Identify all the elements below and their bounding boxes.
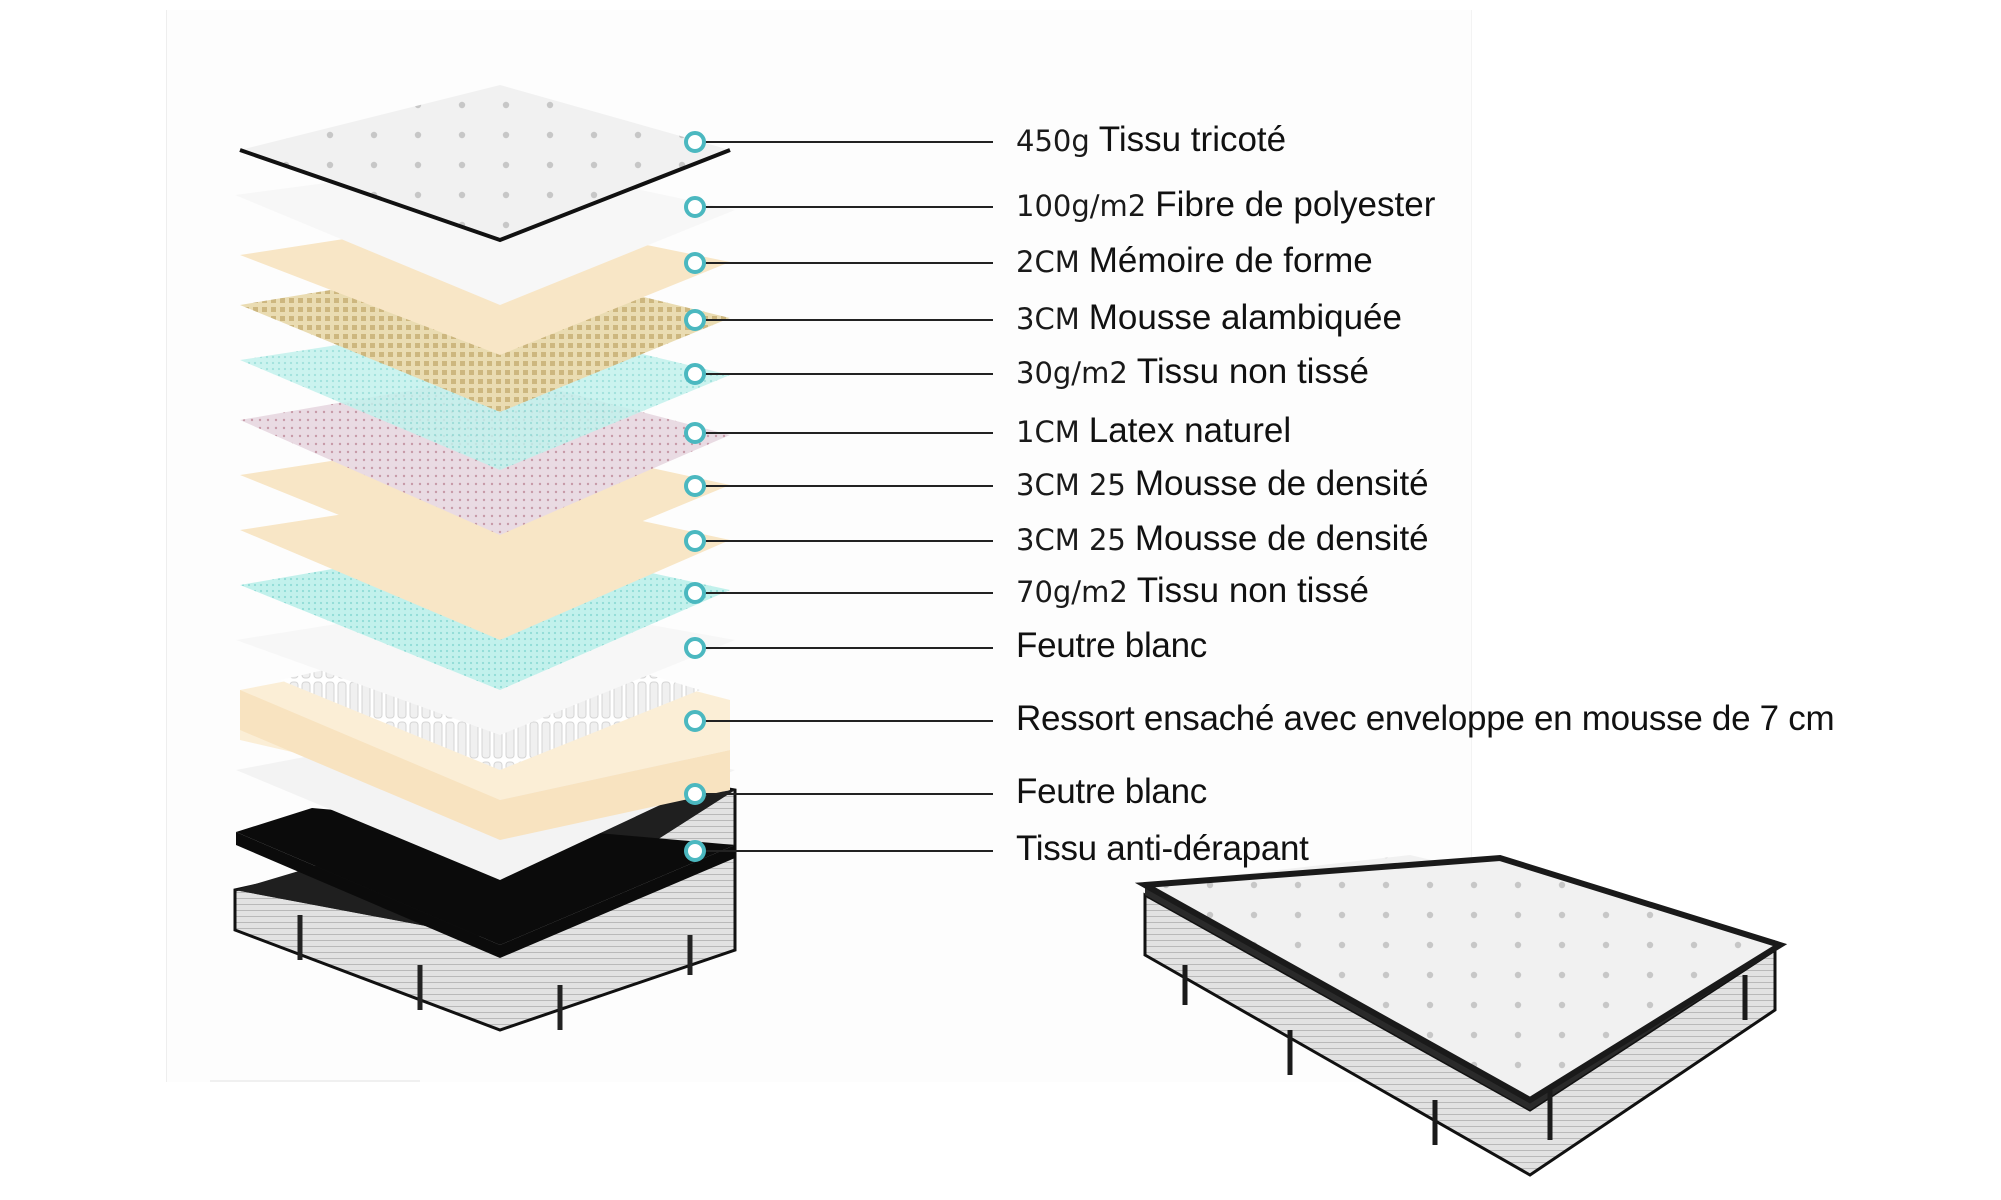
layer-label: Feutre blanc (1016, 772, 1207, 812)
layer-knitted-fabric (240, 85, 730, 240)
layer-name: Ressort ensaché avec enveloppe en mousse… (1016, 699, 1835, 738)
connector-lines (684, 131, 993, 862)
layer-anti-slip (236, 808, 735, 945)
layer-name: Mousse de densité (1134, 464, 1429, 503)
connector-dot-icon (684, 637, 706, 659)
layer-name: Feutre blanc (1016, 772, 1207, 811)
connector-dot-icon (684, 840, 706, 862)
layer-name: Mousse de densité (1134, 519, 1429, 558)
layer-spec: 3CM (1016, 302, 1080, 336)
layer-name: Latex naturel (1088, 411, 1292, 450)
layer-name: Tissu non tissé (1136, 571, 1369, 610)
layer-spec: 3CM 25 (1016, 468, 1126, 502)
connector-dot-icon (684, 252, 706, 274)
layer-spec: 70g/m2 (1016, 575, 1128, 609)
frame-divider (210, 1080, 420, 1082)
layer-name: Tissu anti-dérapant (1016, 829, 1309, 868)
layer-spec: 100g/m2 (1016, 189, 1147, 223)
layer-name: Tissu tricoté (1098, 120, 1287, 159)
layer-spec: 30g/m2 (1016, 356, 1128, 390)
layer-name: Tissu non tissé (1136, 352, 1369, 391)
layer-label: Feutre blanc (1016, 626, 1207, 666)
layer-spec: 3CM 25 (1016, 523, 1126, 557)
connector-dot-icon (684, 582, 706, 604)
layer-name: Fibre de polyester (1155, 185, 1436, 224)
layer-label: Tissu anti-dérapant (1016, 829, 1309, 869)
layer-spec: 2CM (1016, 245, 1080, 279)
assembled-mattress-icon (1134, 854, 1788, 1177)
connector-dot-icon (684, 783, 706, 805)
connector-dot-icon (684, 309, 706, 331)
layer-spec: 1CM (1016, 415, 1080, 449)
layer-name: Feutre blanc (1016, 626, 1207, 665)
layer-spec: 450g (1016, 124, 1090, 158)
connector-dot-icon (684, 422, 706, 444)
connector-dot-icon (684, 363, 706, 385)
connector-dot-icon (684, 196, 706, 218)
connector-dot-icon (684, 710, 706, 732)
layer-name: Mémoire de forme (1088, 241, 1373, 280)
connector-dot-icon (684, 530, 706, 552)
layer-label: Ressort ensaché avec enveloppe en mousse… (1016, 699, 1835, 739)
connector-dot-icon (684, 475, 706, 497)
connector-dot-icon (684, 131, 706, 153)
layer-name: Mousse alambiquée (1088, 298, 1402, 337)
